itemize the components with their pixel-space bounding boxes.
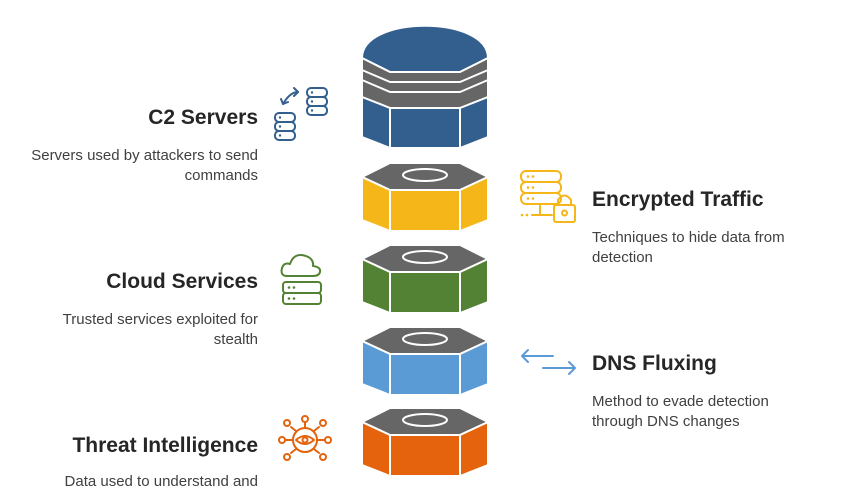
nut-front-face xyxy=(389,353,461,396)
server-lock-icon xyxy=(520,170,576,223)
nut-right-face xyxy=(459,421,489,477)
icon-stroke xyxy=(278,125,282,128)
icon-stroke xyxy=(295,435,315,445)
icon-stroke xyxy=(521,349,576,375)
layer-c2-servers xyxy=(361,24,489,149)
icon-stroke xyxy=(313,448,320,454)
c2-right-face xyxy=(459,96,489,149)
icon-stroke xyxy=(319,419,327,427)
icon-stroke xyxy=(313,426,320,432)
c2-front-face xyxy=(389,107,461,149)
icon-stroke xyxy=(283,453,291,461)
icon-stroke xyxy=(319,453,327,461)
nut-front-face xyxy=(389,189,461,232)
icon-stroke xyxy=(274,112,296,123)
nut-hole xyxy=(402,250,448,264)
icon-stroke xyxy=(531,186,535,189)
item-title-dns-fluxing: DNS Fluxing xyxy=(592,352,717,375)
icon-stroke xyxy=(310,100,314,103)
icon-stroke xyxy=(557,194,572,206)
icon-stroke xyxy=(287,286,291,289)
layer-cloud-services xyxy=(361,244,489,314)
nut-hole xyxy=(402,332,448,346)
icon-stroke xyxy=(283,419,291,427)
layer-encrypted-traffic xyxy=(361,162,489,232)
icon-stroke xyxy=(561,209,568,217)
item-title-cloud-services: Cloud Services xyxy=(106,270,258,293)
icon-stroke xyxy=(290,426,297,432)
nut-front-face xyxy=(389,271,461,314)
item-desc-cloud-services: Trusted services exploited for stealth xyxy=(62,311,258,348)
icon-stroke xyxy=(278,134,282,137)
icon-stroke xyxy=(310,109,314,112)
item-title-threat-intelligence: Threat Intelligence xyxy=(72,434,258,457)
item-desc-dns-fluxing: Method to evade detection through DNS ch… xyxy=(592,393,769,430)
nut-hole xyxy=(402,168,448,182)
icon-stroke xyxy=(301,436,309,444)
icon-stroke xyxy=(306,96,328,107)
layer-dns-fluxing xyxy=(361,326,489,396)
nut-hole xyxy=(402,413,448,427)
icon-stroke xyxy=(280,254,322,277)
icon-stroke xyxy=(278,116,282,119)
icon-stroke xyxy=(280,87,299,105)
nut-right-face xyxy=(459,176,489,232)
icon-stroke xyxy=(553,204,576,223)
stack-diagram xyxy=(274,24,576,477)
icon-stroke xyxy=(292,286,296,289)
icon-stroke xyxy=(310,91,314,94)
icon-stroke xyxy=(525,213,529,217)
icon-stroke xyxy=(531,175,535,178)
icon-stroke xyxy=(290,448,297,454)
band-line xyxy=(361,79,489,93)
server-sync-icon xyxy=(274,87,328,141)
item-desc-encrypted-traffic: Techniques to hide data from detection xyxy=(592,229,785,266)
cloud-server-icon xyxy=(280,254,322,305)
icon-stroke xyxy=(306,105,328,116)
icon-stroke xyxy=(282,292,322,305)
icon-stroke xyxy=(274,121,296,132)
icon-stroke xyxy=(306,87,328,98)
exchange-arrows-icon xyxy=(521,349,576,375)
eye-network-icon xyxy=(278,415,332,461)
icon-stroke xyxy=(520,213,524,217)
icon-stroke xyxy=(531,197,535,200)
item-title-c2-servers: C2 Servers xyxy=(148,106,258,129)
icon-stroke xyxy=(292,297,296,300)
c2-dome xyxy=(361,24,489,73)
icon-stroke xyxy=(287,297,291,300)
icon-stroke xyxy=(526,186,530,189)
item-desc-c2-servers: Servers used by attackers to send comman… xyxy=(31,147,258,184)
item-desc-threat-intelligence: Data used to understand and xyxy=(64,473,258,490)
nut-right-face xyxy=(459,340,489,396)
band-line xyxy=(361,69,489,83)
icon-stroke xyxy=(274,130,296,141)
nut-front-face xyxy=(389,434,461,477)
nut-right-face xyxy=(459,258,489,314)
icon-stroke xyxy=(526,175,530,178)
layer-threat-intelligence xyxy=(361,407,489,477)
icon-stroke xyxy=(526,197,530,200)
icon-stroke xyxy=(531,203,553,216)
item-title-encrypted-traffic: Encrypted Traffic xyxy=(592,188,764,211)
